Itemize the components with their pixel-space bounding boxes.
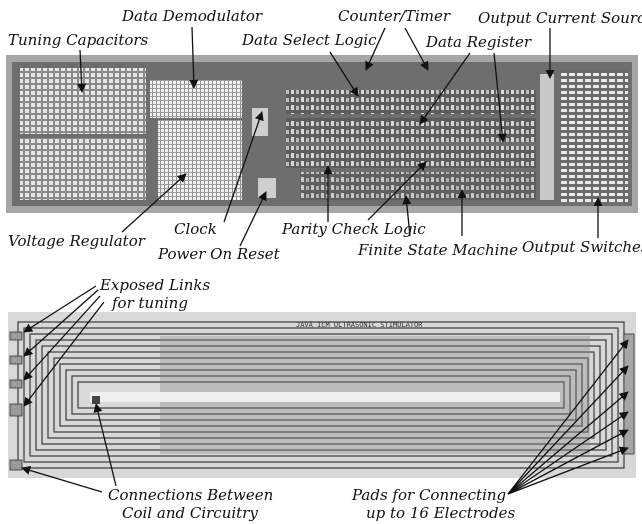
data-demodulator-block	[150, 80, 242, 118]
label-power-on-reset: Power On Reset	[157, 245, 281, 263]
tuning-capacitor-bank-upper	[20, 68, 146, 134]
label-exposed-links-line2: for tuning	[111, 294, 188, 312]
label-counter-timer: Counter/Timer	[338, 7, 451, 25]
label-data-demodulator: Data Demodulator	[121, 7, 263, 25]
label-data-select-logic: Data Select Logic	[241, 31, 377, 49]
logic-array-bottom-row	[286, 146, 536, 168]
label-data-register: Data Register	[425, 33, 532, 51]
ic-die	[6, 55, 638, 213]
clock-block	[252, 108, 268, 136]
center-strip	[90, 392, 560, 402]
label-output-switches: Output Switches	[522, 238, 642, 256]
finite-state-machine-block	[300, 172, 536, 200]
power-on-reset-block	[258, 178, 276, 198]
label-connections-line2: Coil and Circuitry	[122, 504, 258, 522]
label-output-current-source: Output Current Source	[478, 9, 642, 27]
logic-array-middle-row	[286, 118, 536, 142]
label-finite-state-machine: Finite State Machine	[357, 241, 518, 259]
via-connection	[92, 396, 100, 404]
label-pads-line2: up to 16 Electrodes	[366, 504, 515, 522]
label-connections-line1: Connections Between	[108, 486, 273, 504]
label-clock: Clock	[174, 220, 217, 238]
label-parity-check-logic: Parity Check Logic	[281, 220, 426, 238]
label-tuning-capacitors: Tuning Capacitors	[8, 31, 149, 49]
label-exposed-links-line1: Exposed Links	[99, 276, 210, 294]
label-voltage-regulator: Voltage Regulator	[8, 232, 146, 250]
tuning-capacitor-bank-lower	[20, 138, 146, 200]
connection-pad	[10, 460, 22, 470]
substrate-title-text: JAVA ICM ULTRASONIC STIMULATOR	[296, 321, 423, 329]
output-current-source-block	[540, 74, 554, 200]
substrate: JAVA ICM ULTRASONIC STIMULATOR	[8, 312, 636, 478]
label-pads-line1: Pads for Connecting	[351, 486, 506, 504]
output-switches-block	[560, 70, 628, 202]
